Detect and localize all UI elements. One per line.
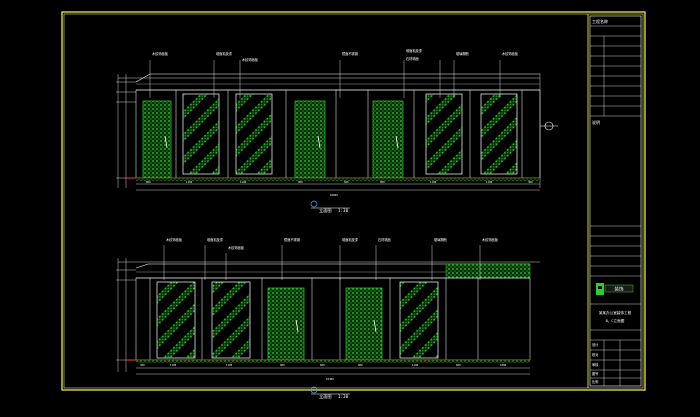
callout-label: 石材墙面 bbox=[378, 237, 391, 242]
field-design: 设计 bbox=[592, 342, 599, 347]
svg-text:600: 600 bbox=[344, 180, 349, 184]
callout-label: 墙面乳胶漆 bbox=[216, 51, 233, 56]
glass-panel bbox=[211, 281, 251, 359]
glass-panel bbox=[182, 93, 220, 175]
glass-panel bbox=[235, 93, 273, 175]
callout-label: 玻璃隔断 bbox=[456, 51, 470, 56]
svg-text:1100: 1100 bbox=[412, 363, 419, 367]
field-review: 审核 bbox=[592, 362, 599, 367]
callout-label: 木纹饰面板 bbox=[166, 237, 183, 242]
glass-panel bbox=[480, 93, 518, 175]
scale-title: 立面图 bbox=[319, 207, 332, 214]
svg-text:1100: 1100 bbox=[226, 363, 233, 367]
svg-text:10400: 10400 bbox=[326, 377, 334, 381]
door-panel bbox=[345, 287, 383, 361]
title-block-notes-label: 说明 bbox=[592, 119, 600, 125]
svg-text:800: 800 bbox=[146, 180, 151, 184]
door-panel bbox=[267, 287, 305, 361]
svg-text:600: 600 bbox=[320, 363, 325, 367]
svg-text:900: 900 bbox=[280, 363, 285, 367]
green-band bbox=[445, 263, 531, 279]
svg-text:1100: 1100 bbox=[186, 180, 193, 184]
svg-text:1100: 1100 bbox=[430, 180, 437, 184]
scale-ratio: 1:30 bbox=[338, 394, 349, 399]
callout-label: 镜面不锈钢 bbox=[342, 51, 358, 56]
callout-label: 玻璃隔断 bbox=[434, 237, 448, 242]
drawing-frame-inner bbox=[63, 13, 644, 389]
svg-text:300: 300 bbox=[528, 180, 533, 184]
title-block-header: 工程名称 bbox=[592, 18, 608, 24]
company-logo-text: 装饰 bbox=[615, 286, 624, 293]
glass-panel bbox=[156, 281, 196, 359]
svg-text:300: 300 bbox=[140, 363, 145, 367]
svg-text:1100: 1100 bbox=[486, 180, 493, 184]
scale-title: 立面图 bbox=[319, 393, 332, 400]
field-scale: 比例 bbox=[592, 379, 598, 384]
callout-label: 木纹饰面板 bbox=[502, 51, 519, 56]
svg-text:600: 600 bbox=[456, 363, 461, 367]
callout-label: 镜面不锈钢 bbox=[284, 237, 300, 242]
glass-panel bbox=[425, 93, 463, 175]
company-logo: 装饰 bbox=[596, 283, 634, 295]
field-check: 校对 bbox=[592, 352, 599, 357]
panel-group-bottom bbox=[156, 281, 439, 361]
door-panel bbox=[142, 100, 172, 179]
callout-label: 墙面乳胶漆 bbox=[207, 237, 224, 242]
callout-label: 石材墙面 bbox=[406, 56, 419, 61]
panel-group-top bbox=[142, 93, 518, 179]
door-panel bbox=[372, 100, 404, 179]
field-number: 图号 bbox=[592, 371, 598, 376]
drawing-name: B、C立面图 bbox=[606, 318, 625, 323]
callout-label: 木纹饰面板 bbox=[228, 245, 245, 250]
drawing-frame-outer bbox=[61, 11, 646, 391]
title-block: 工程名称 说明 装饰 某某办公室装饰工程 B、C立面图 设计 校对 审核 图号 … bbox=[587, 14, 642, 388]
door-panel bbox=[294, 100, 326, 179]
svg-text:1100: 1100 bbox=[240, 180, 247, 184]
svg-text:900: 900 bbox=[358, 363, 363, 367]
callout-label: 墙面乳胶漆 bbox=[406, 48, 423, 53]
project-name: 某某办公室装饰工程 bbox=[599, 310, 632, 315]
callout-label: 木纹饰面板 bbox=[482, 237, 499, 242]
callout-label: 木纹饰面板 bbox=[152, 51, 169, 56]
glass-panel bbox=[399, 281, 439, 359]
scale-ratio: 1:30 bbox=[338, 208, 349, 213]
callout-label: 木纹饰面板 bbox=[242, 57, 259, 62]
svg-text:900: 900 bbox=[380, 180, 385, 184]
svg-text:1000: 1000 bbox=[500, 363, 507, 367]
svg-text:900: 900 bbox=[298, 180, 303, 184]
svg-text:10600: 10600 bbox=[330, 193, 338, 197]
svg-text:1100: 1100 bbox=[170, 363, 177, 367]
callout-label: 墙面乳胶漆 bbox=[342, 237, 359, 242]
